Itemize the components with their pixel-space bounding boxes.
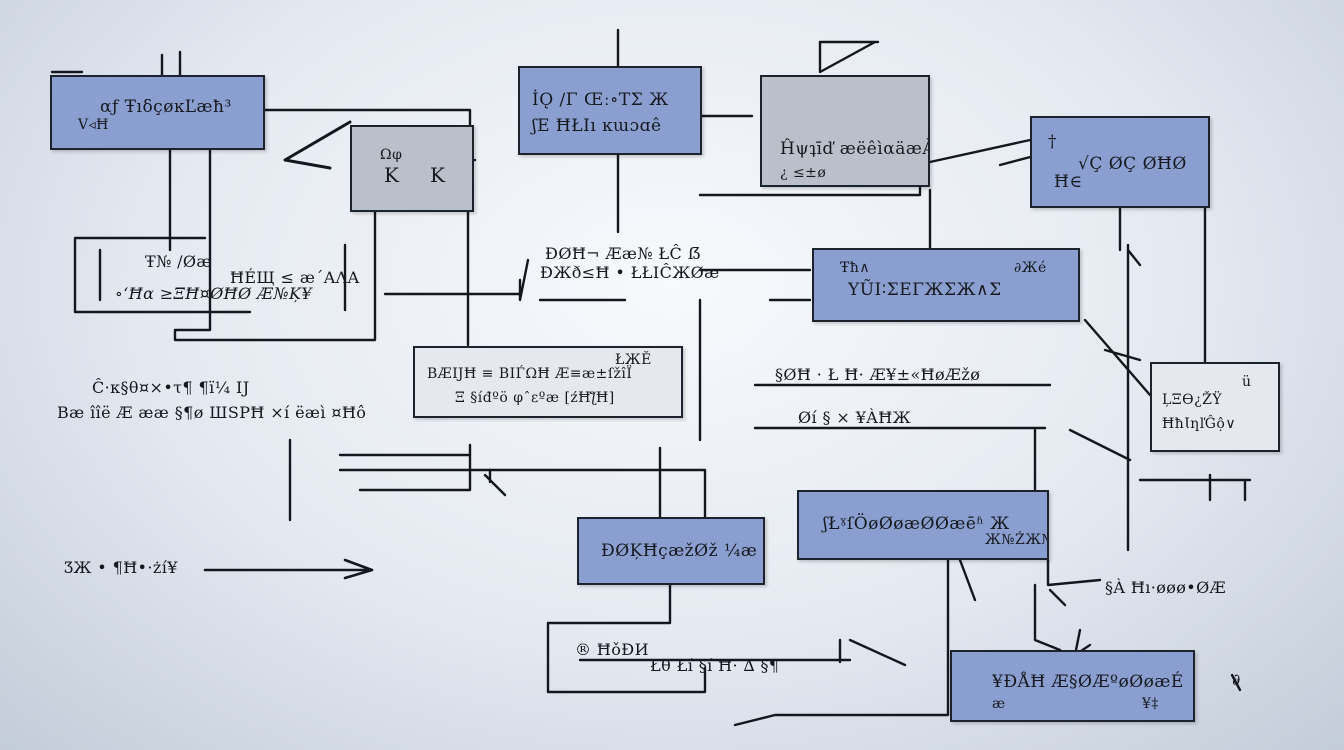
wire: [98, 243, 347, 312]
box-b8-line3: ü: [1242, 374, 1252, 390]
box-b10-line1: ʃŁˠſÖøØøæØØæēʱ Ж: [823, 514, 1010, 534]
box-b6-line2: ҮŨІ∶ΣΕΓЖΣЖ∧Σ: [848, 280, 1002, 300]
box-b10-line2: Ж№ŻЖ№: [985, 532, 1049, 548]
box-b5-line3: K: [430, 163, 446, 187]
box-b5: Ωφ K K: [350, 125, 474, 212]
wire: [358, 443, 472, 492]
wire: [1138, 473, 1252, 502]
box-b3: Ĥψʇīď æёêìαäæÀ ¿ ≤±ø: [760, 75, 930, 187]
box-b2-line2: ʃΕ ĦŁІı ĸɯɔɑê: [532, 116, 662, 136]
label-b2: Βæ îîë Æ ææ §¶ø ШЅРĦ ×í ëæì ¤Ħô: [57, 403, 367, 422]
label-a1: Ŧ№ ∕Øæ: [145, 252, 212, 271]
wire: [753, 383, 1052, 430]
wire: [1083, 318, 1152, 397]
box-b10: ʃŁˠſÖøØøæØØæēʱ Ж Ж№ŻЖ№: [797, 490, 1049, 560]
box-b2-line1: İǪ ∕Γ Œː∘ΤΣ Ж: [532, 90, 669, 110]
wire: [203, 558, 374, 580]
box-b1-line2: V◃Ħ: [78, 117, 109, 133]
box-b11-line3: ¥‡: [1142, 696, 1159, 712]
wire: [288, 438, 492, 522]
wire: [1033, 558, 1102, 652]
label-b1: Ĉ·κ§θ¤×•τ¶ ¶ï¼ ΙЈ: [92, 378, 250, 397]
box-b11: ¥ÐÅĦ Æ§ØÆºøØøæÉ æ ¥‡: [950, 650, 1195, 722]
label-e1: ƷЖ • ¶Ħ•·żí¥­: [64, 558, 178, 577]
box-b4-line2: √Ç ØÇ ØĦØ: [1078, 154, 1187, 174]
box-b5-line1: Ωφ: [380, 147, 403, 163]
label-h1: ∂: [1232, 670, 1241, 689]
label-g1: ® ĦǒĐИ: [575, 640, 649, 659]
box-b1-line1: αƒ ŦıẟçøĸĽæħ³: [100, 97, 232, 117]
wire: [698, 268, 812, 302]
box-b6: Ŧħ∧ ҮŨІ∶ΣΕΓЖΣЖ∧Σ ∂Жé: [812, 248, 1080, 322]
wire: [1126, 243, 1142, 552]
wire: [1118, 203, 1207, 364]
box-b11-line2: æ: [992, 696, 1006, 712]
box-b8-line1: ĻΞƟ¿ŽŸ: [1162, 392, 1223, 408]
box-b3-line2: ¿ ≤±ø: [780, 165, 827, 181]
label-f1: §À Ħı·øøø•ØÆ: [1105, 578, 1227, 597]
wire: [958, 558, 977, 602]
label-a3: ∘‘Ħα ≥ΞĦ¤ØĦØ Æ№Ķ¥: [115, 284, 312, 303]
label-g2: Łθ Łí §í Ħ· ∆ §¶: [650, 656, 780, 675]
box-b11-line1: ¥ÐÅĦ Æ§ØÆºøØøæÉ: [992, 672, 1184, 692]
box-b7-line1: ΒÆĲĦ ≡ ВΙЃΩĦ Æ≡æ±ſžîЇ: [427, 366, 633, 382]
box-b7-line3: ŁЖĔ: [615, 352, 652, 368]
label-d2: Øí § × ¥ÀĦЖ: [798, 408, 911, 427]
wire: [928, 138, 1040, 252]
wire: [1033, 428, 1132, 492]
wire: [1230, 673, 1242, 692]
box-b7-line2: Ξ §íđºö φˆεºæ [źĦƪĦ]: [455, 390, 615, 406]
box-b6-line1: Ŧħ∧: [840, 260, 871, 276]
box-b8-line2: ĦħƖƞľĜộ∨: [1162, 416, 1237, 432]
wire: [1048, 588, 1067, 607]
box-b4-line3: Ħ∈: [1054, 172, 1083, 192]
label-c1: ĐØĦ¬ Ææ№ ŁĈ ẞ: [545, 244, 702, 263]
label-c2: ĐЖð≤Ħ • ŁŁІĈЖØæ: [540, 263, 720, 282]
wire: [538, 298, 702, 442]
wire: [73, 236, 252, 314]
wire: [546, 583, 707, 694]
wire: [383, 258, 530, 302]
wire: [483, 473, 507, 497]
box-b9: ÐØĶĦçæžØž ¼æ: [577, 517, 765, 585]
box-b3-line1: Ĥψʇīď æёêìαäæÀ: [780, 139, 930, 159]
box-b6-line3: ∂Жé: [1014, 260, 1047, 276]
box-b7: ΒÆĲĦ ≡ ВΙЃΩĦ Æ≡æ±ſžîЇ Ξ §íđºö φˆεºæ [źĦƪ…: [413, 346, 683, 418]
box-b5-line2: K: [384, 163, 400, 187]
wire: [50, 50, 182, 80]
label-a2: ĦÉЩ ≤ æ´ΑΛΑ: [230, 268, 360, 287]
wire: [260, 108, 472, 130]
box-b2: İǪ ∕Γ Œː∘ΤΣ Ж ʃΕ ĦŁІı ĸɯɔɑê: [518, 66, 702, 155]
wire: [818, 40, 880, 74]
wire: [733, 558, 950, 727]
box-b8: ĻΞƟ¿ŽŸ ĦħƖƞľĜộ∨ ü: [1150, 362, 1280, 452]
wire: [283, 120, 352, 170]
wire: [578, 638, 907, 667]
label-d1: §ØĦ · Ł Ħ· Æ¥±«ĦøÆžø: [775, 365, 981, 384]
box-b4-line1: †: [1048, 132, 1057, 152]
box-b1: αƒ ŦıẟçøĸĽæħ³ V◃Ħ: [50, 75, 265, 150]
box-b4: † √Ç ØÇ ØĦØ Ħ∈: [1030, 116, 1210, 208]
wire: [488, 446, 707, 520]
box-b9-line1: ÐØĶĦçæžØž ¼æ: [601, 541, 758, 561]
